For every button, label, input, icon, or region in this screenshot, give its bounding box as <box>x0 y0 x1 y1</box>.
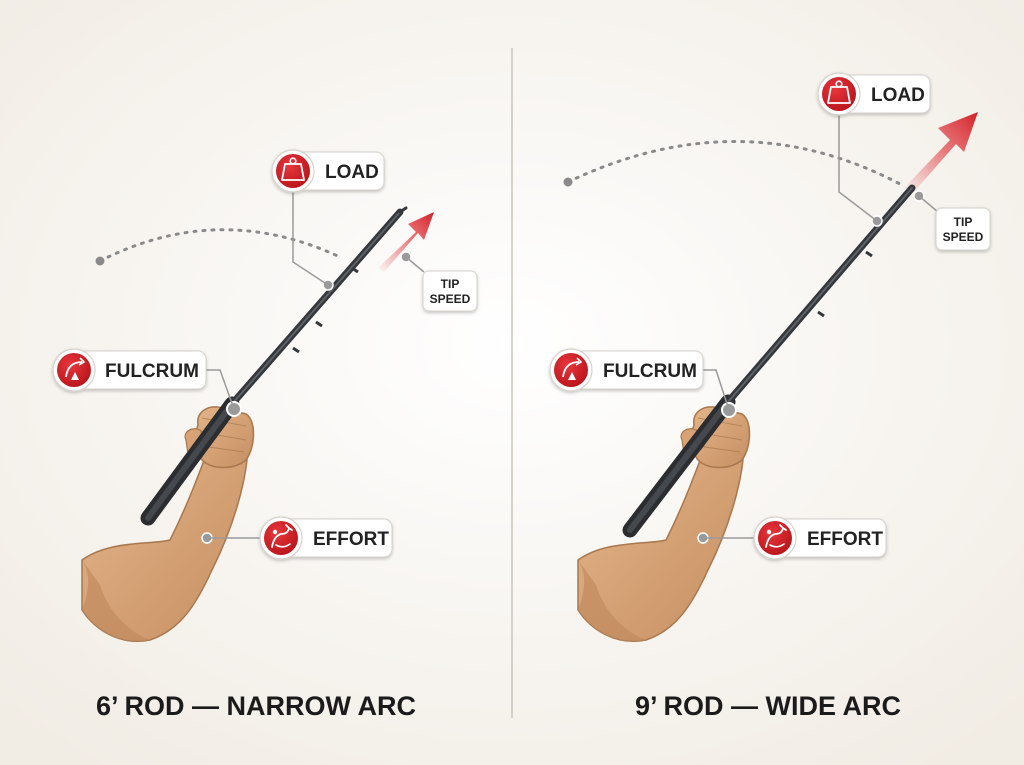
panel-6ft-rod: LOAD FULCRUM EFFORT <box>52 149 478 721</box>
panel-caption-6ft: 6’ ROD — NARROW ARC <box>96 691 416 721</box>
tip-leader <box>405 256 425 273</box>
arc-path <box>566 140 902 186</box>
fulcrum-leader <box>703 369 730 411</box>
effort-text: EFFORT <box>807 529 883 550</box>
effort-text: EFFORT <box>313 529 389 550</box>
tip-speed-arrow <box>904 112 978 194</box>
fulcrum-leader <box>206 369 235 410</box>
tip-speed-label: TIP SPEED <box>422 270 478 312</box>
fulcrum-text: FULCRUM <box>603 361 697 382</box>
fulcrum-arc-icon <box>562 357 583 380</box>
fulcrum-arc-icon <box>65 357 86 380</box>
tip-speed-text-line1: TIP <box>441 277 460 291</box>
tip-speed-text-line1: TIP <box>954 215 973 229</box>
fulcrum-label: FULCRUM <box>549 348 704 392</box>
tip-leader <box>918 195 939 213</box>
arc-path <box>98 228 344 263</box>
fulcrum-text: FULCRUM <box>105 361 199 382</box>
weight-icon <box>827 80 851 104</box>
panel-9ft-rod: LOAD FULCRUM EFFORT <box>549 72 991 721</box>
load-leader <box>292 192 329 286</box>
panel-caption-9ft: 9’ ROD — WIDE ARC <box>635 691 901 721</box>
fulcrum-label: FULCRUM <box>52 348 207 392</box>
tip-speed-arrow <box>378 212 434 272</box>
fishing-rod <box>140 206 408 526</box>
tip-speed-label: TIP SPEED <box>935 207 991 251</box>
load-label: LOAD <box>817 72 931 116</box>
arc-start-dot <box>95 256 105 266</box>
tip-speed-text-line2: SPEED <box>943 230 984 244</box>
load-leader <box>838 114 878 222</box>
arc-start-dot <box>563 177 573 187</box>
flexed-arm-icon <box>271 524 293 548</box>
effort-label: EFFORT <box>259 516 393 560</box>
load-text: LOAD <box>325 162 379 183</box>
load-label: LOAD <box>271 149 385 193</box>
tip-speed-text-line2: SPEED <box>430 292 471 306</box>
effort-label: EFFORT <box>753 516 887 560</box>
load-text: LOAD <box>871 85 925 106</box>
weight-icon <box>281 157 305 181</box>
flexed-arm-icon <box>765 524 787 548</box>
